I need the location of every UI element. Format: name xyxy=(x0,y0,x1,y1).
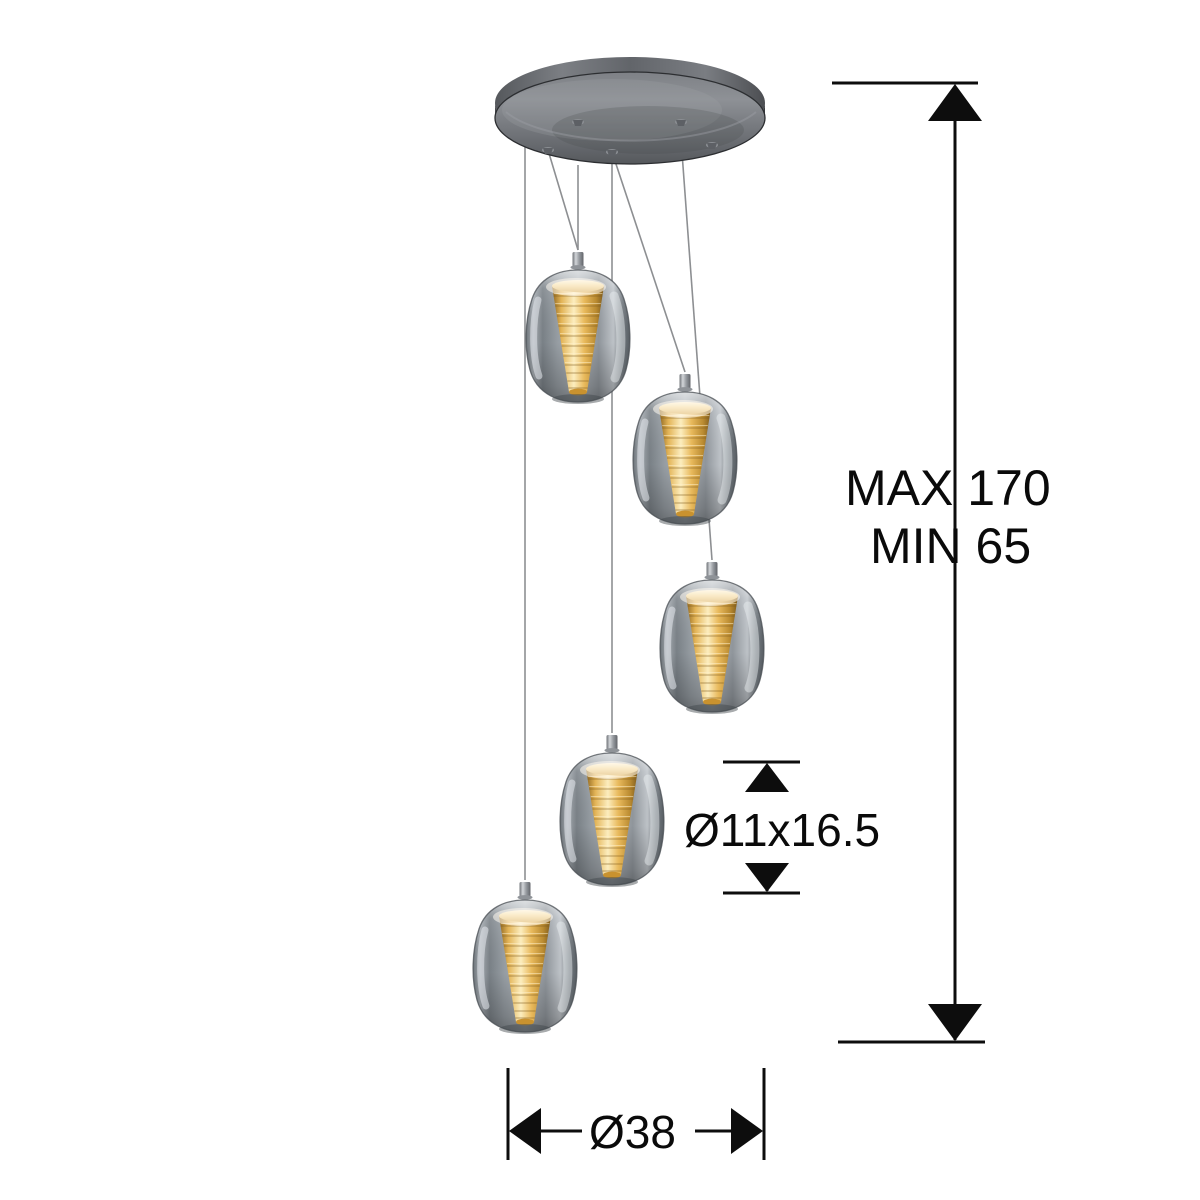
height-arrow-up xyxy=(928,84,982,121)
cable-1 xyxy=(547,149,579,251)
height-max-label: MAX 170 xyxy=(845,460,1051,516)
glass-shade-4 xyxy=(560,735,664,887)
canopy-diameter-dimension: Ø38 xyxy=(506,1068,766,1160)
canopy-arrow-right xyxy=(731,1108,763,1154)
cable-outlet-1 xyxy=(542,147,554,154)
shade-dimension: Ø11x16.5 xyxy=(684,760,880,895)
cable-outlet-3 xyxy=(606,149,618,156)
glass-shade-2 xyxy=(633,374,737,526)
cable-2 xyxy=(611,151,686,373)
height-min-label: MIN 65 xyxy=(870,518,1031,574)
ceiling-canopy-plate xyxy=(494,57,766,165)
height-dimension: MAX 170 MIN 65 xyxy=(832,81,1051,1044)
canopy-arrow-left xyxy=(509,1108,541,1154)
glass-shade-1 xyxy=(526,252,630,404)
shade-arrow-up xyxy=(745,763,789,792)
cable-outlet-2 xyxy=(572,119,584,126)
height-arrow-down xyxy=(928,1004,982,1041)
shade-size-label: Ø11x16.5 xyxy=(684,804,880,856)
glass-shade-3 xyxy=(660,562,764,714)
cable-outlet-5 xyxy=(706,142,718,149)
shade-cluster xyxy=(473,252,764,1034)
canopy-diameter-label: Ø38 xyxy=(589,1106,676,1158)
shade-arrow-down xyxy=(745,863,789,892)
glass-shade-5 xyxy=(473,882,577,1034)
cable-outlet-4 xyxy=(675,119,687,126)
cable-outlets xyxy=(542,119,718,156)
